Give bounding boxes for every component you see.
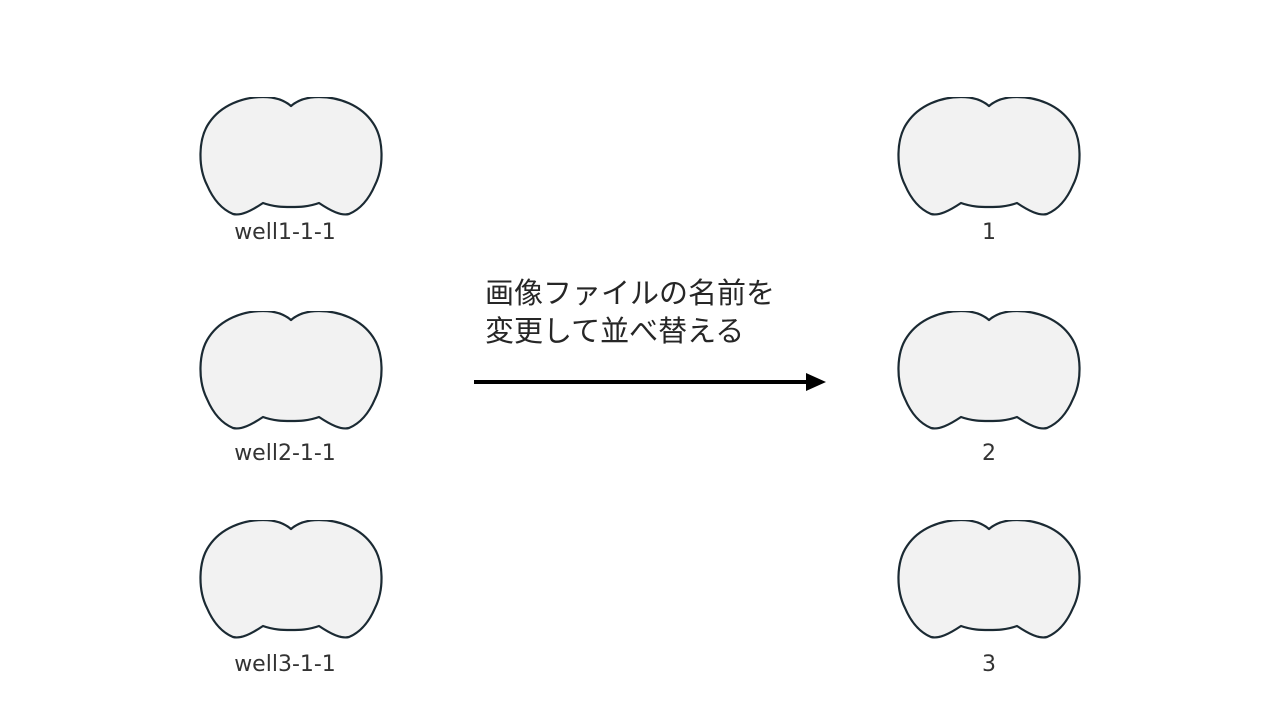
file-name-label: well3-1-1	[234, 652, 336, 677]
caption-line-1: 画像ファイルの名前を	[485, 276, 776, 310]
rename-caption: 画像ファイルの名前を 変更して並べ替える	[485, 274, 845, 350]
file-name-label: well1-1-1	[234, 220, 336, 245]
brain-slice-icon-left-2	[199, 311, 383, 431]
renamed-label: 1	[982, 220, 996, 245]
right-arrow-icon	[474, 370, 828, 394]
renamed-label: 2	[982, 441, 996, 466]
brain-slice-icon-right-2	[897, 311, 1081, 431]
brain-slice-icon-left-3	[199, 520, 383, 640]
brain-slice-icon-right-1	[897, 97, 1081, 217]
brain-slice-icon-right-3	[897, 520, 1081, 640]
brain-slice-icon-left-1	[199, 97, 383, 217]
file-name-label: well2-1-1	[234, 441, 336, 466]
renamed-label: 3	[982, 652, 996, 677]
caption-line-2: 変更して並べ替える	[485, 314, 745, 348]
